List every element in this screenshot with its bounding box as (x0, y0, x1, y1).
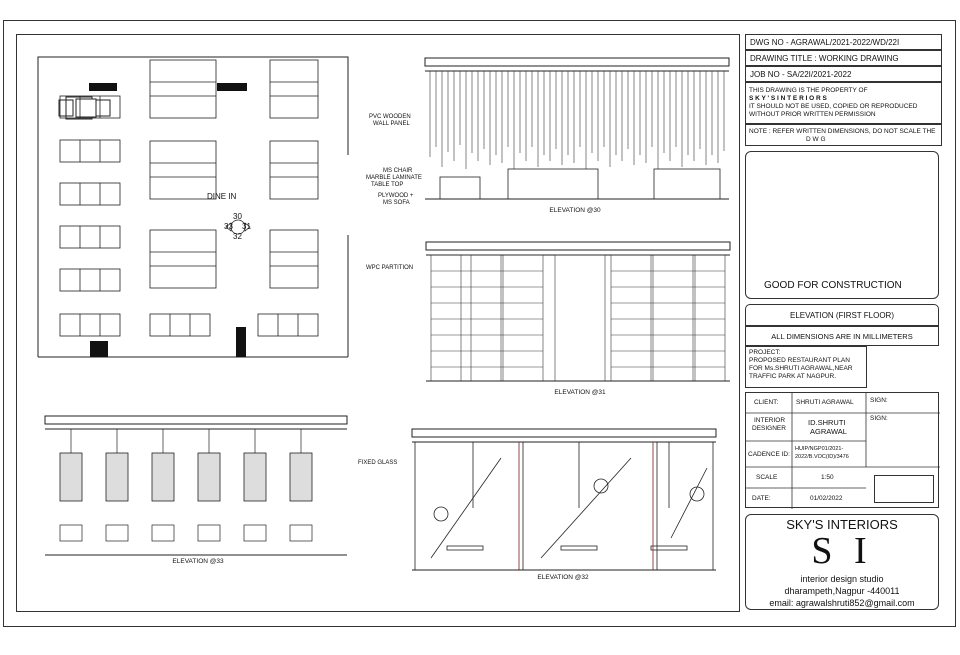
stamp-box (874, 475, 934, 503)
project-label: PROJECT: (749, 349, 781, 356)
sheet-title: ELEVATION (FIRST FLOOR) (789, 311, 894, 320)
dwg-no: DWG NO - AGRAWAL/2021-2022/WD/22I (750, 38, 900, 47)
floor-plan (37, 56, 349, 358)
e30-label-ms-chair: MS CHAIR (383, 168, 413, 174)
elevation-31-drawing (425, 241, 731, 382)
property-line-3: IT SHOULD NOT BE USED, COPIED OR REPRODU… (749, 103, 918, 110)
scale-label: SCALE (756, 474, 778, 481)
firm-block: SKY'S INTERIORS S I interior design stud… (745, 514, 939, 610)
plan-room-label: DINE IN (207, 192, 237, 201)
project-line-4: TRAFFIC PARK AT NAGPUR. (749, 373, 837, 380)
firm-email: email: agrawalshruti852@gmail.com (769, 598, 915, 608)
designer-label-2: DESIGNER (752, 425, 786, 432)
plan-tables (59, 59, 319, 337)
e31-label-wpc: WPC PARTITION (366, 265, 414, 271)
e30-label-wall-panel: WALL PANEL (373, 121, 410, 127)
drawing-area-border (16, 34, 740, 612)
marker-label-bottom: 32 (233, 232, 242, 241)
sheet-title-row: ELEVATION (FIRST FLOOR) (745, 304, 939, 326)
dimensions-row: ALL DIMENSIONS ARE IN MILLIMETERS (745, 326, 939, 346)
project-row: PROJECT: PROPOSED RESTAURANT PLAN FOR Ms… (745, 346, 939, 388)
elevation-30-caption: ELEVATION @30 (549, 207, 601, 214)
sheet-outer-border (3, 20, 956, 627)
client-label: CLIENT: (754, 399, 779, 406)
property-line-2: S K Y ' S I N T E R I O R S (749, 95, 827, 102)
title-block: DWG NO - AGRAWAL/2021-2022/WD/22I DRAWIN… (745, 34, 943, 612)
e32-label-fixed-glass: FIXED GLASS (358, 460, 398, 466)
elevation-33-caption: ELEVATION @33 (172, 558, 224, 565)
scale-value: 1:50 (821, 474, 834, 481)
dwg-no-row: DWG NO - AGRAWAL/2021-2022/WD/22I (745, 34, 942, 50)
marker-label-right: 31 (242, 222, 251, 231)
e30-label-sofa: MS SOFA (383, 200, 410, 206)
section-marker-symbol (225, 219, 251, 235)
note-row: NOTE : REFER WRITTEN DIMENSIONS, DO NOT … (745, 124, 942, 146)
elevation-33-drawing (44, 415, 348, 556)
drawing-title-row: DRAWING TITLE : WORKING DRAWING (745, 50, 942, 66)
elevation-32-caption: ELEVATION @32 (537, 574, 589, 581)
project-line-3: FOR Ms.SHRUTI AGRAWAL,NEAR (749, 365, 853, 372)
designer-value-1: ID.SHRUTI (808, 418, 846, 427)
designer-value-2: AGRAWAL (810, 427, 847, 436)
client-value: SHRUTI AGRAWAL (796, 399, 854, 406)
firm-address: dharampeth,Nagpur -440011 (784, 586, 900, 596)
client-table: CLIENT: SHRUTI AGRAWAL SIGN: SIGN: INTER… (745, 392, 940, 509)
elevation-30-drawing (424, 57, 730, 200)
cadence-value-1: HUIP/NGP01/2021- (795, 446, 844, 452)
note-line-1: NOTE : REFER WRITTEN DIMENSIONS, DO NOT … (749, 128, 936, 135)
date-label: DATE: (752, 495, 771, 502)
designer-label-1: INTERIOR (754, 417, 786, 424)
job-no: JOB NO - SA/22I/2021-2022 (750, 70, 852, 79)
property-line-1: THIS DRAWING IS THE PROPERTY OF (749, 87, 868, 94)
firm-logo: S I (811, 530, 873, 572)
property-line-4: WITHOUT PRIOR WRITTEN PERMISSION (749, 111, 876, 118)
plan-columns (89, 83, 247, 357)
cadence-label: CADENCE ID: (748, 451, 790, 458)
e30-label-table-top: TABLE TOP (371, 182, 404, 188)
cadence-value-2: 2022/B.VOC(ID)/3476 (795, 454, 849, 460)
e30-label-marble: MARBLE LAMINATE (366, 175, 422, 181)
studio-tagline: interior design studio (800, 574, 884, 584)
marker-label-top: 30 (233, 212, 242, 221)
elevation-31-caption: ELEVATION @31 (554, 389, 606, 396)
e30-label-pvc: PVC WOODEN (369, 114, 411, 120)
sign-label-1: SIGN: (870, 397, 888, 404)
date-value: 01/02/2022 (810, 495, 843, 502)
good-for-construction: GOOD FOR CONSTRUCTION (764, 280, 902, 291)
property-notice: THIS DRAWING IS THE PROPERTY OF S K Y ' … (745, 82, 942, 124)
sign-label-2: SIGN: (870, 415, 888, 422)
drawing-title: DRAWING TITLE : WORKING DRAWING (750, 54, 899, 63)
job-no-row: JOB NO - SA/22I/2021-2022 (745, 66, 942, 82)
approval-box: GOOD FOR CONSTRUCTION (745, 151, 939, 299)
project-line-2: PROPOSED RESTAURANT PLAN (749, 357, 850, 364)
dimensions-note: ALL DIMENSIONS ARE IN MILLIMETERS (771, 332, 913, 341)
elevation-32-drawing (411, 428, 717, 571)
note-line-2: D W G (806, 136, 826, 143)
e30-label-plywood: PLYWOOD + (378, 193, 414, 199)
marker-label-left: 33 (224, 222, 233, 231)
firm-name: SKY'S INTERIORS (786, 517, 898, 532)
